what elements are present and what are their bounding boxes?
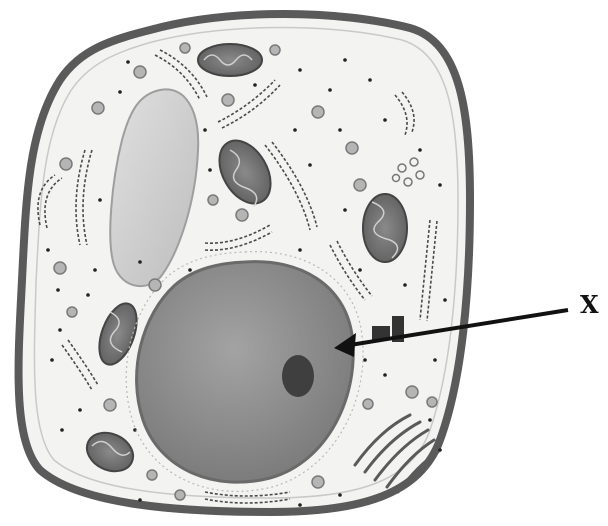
label-x: X xyxy=(580,290,599,319)
mitochondrion-right xyxy=(363,194,407,262)
mitochondrion-top xyxy=(198,44,262,76)
nucleolus xyxy=(282,355,314,397)
